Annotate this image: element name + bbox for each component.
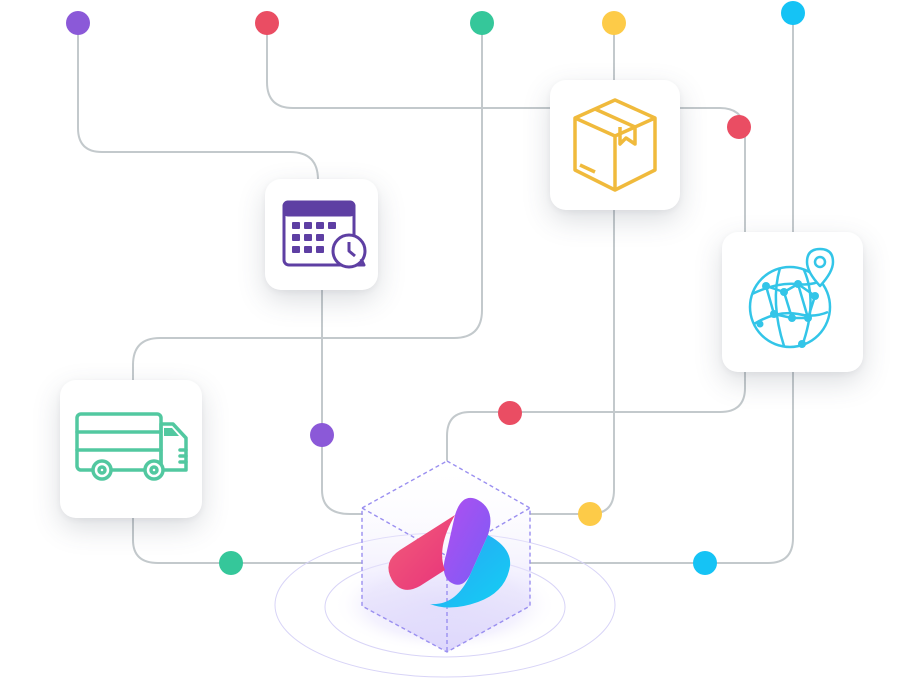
globe-card [722, 232, 863, 372]
dot-top-blue [781, 1, 805, 25]
calendar-card [265, 179, 378, 290]
line-box-to-yellow-bottom [529, 209, 615, 515]
line-hub-to-globe [529, 371, 794, 564]
calendar-schedule-icon [282, 200, 367, 269]
line-calendar-to-hub [321, 289, 363, 515]
dot-bottom-yellow [578, 502, 602, 526]
truck-card [60, 380, 202, 518]
hub-logo-icon [388, 497, 511, 608]
dot-bottom-teal [219, 551, 243, 575]
globe-location-icon [748, 247, 835, 349]
line-truck-to-teal-bottom [132, 517, 363, 564]
dot-right-red [727, 115, 751, 139]
line-red-top-to-box [266, 22, 553, 109]
connector-dots [66, 1, 805, 575]
dot-top-teal [470, 11, 494, 35]
line-purple-top-to-calendar [77, 22, 319, 181]
line-globe-to-red-middle [446, 371, 746, 461]
dot-top-red [255, 11, 279, 35]
dot-middle-red [498, 401, 522, 425]
package-card [550, 80, 680, 210]
dot-middle-purple [310, 423, 334, 447]
dot-top-yellow [602, 11, 626, 35]
connector-lines [77, 12, 794, 564]
dot-top-purple [66, 11, 90, 35]
line-teal-top-to-truck [132, 22, 483, 381]
package-box-icon [573, 98, 657, 192]
delivery-truck-icon [75, 412, 188, 481]
dot-bottom-blue [693, 551, 717, 575]
